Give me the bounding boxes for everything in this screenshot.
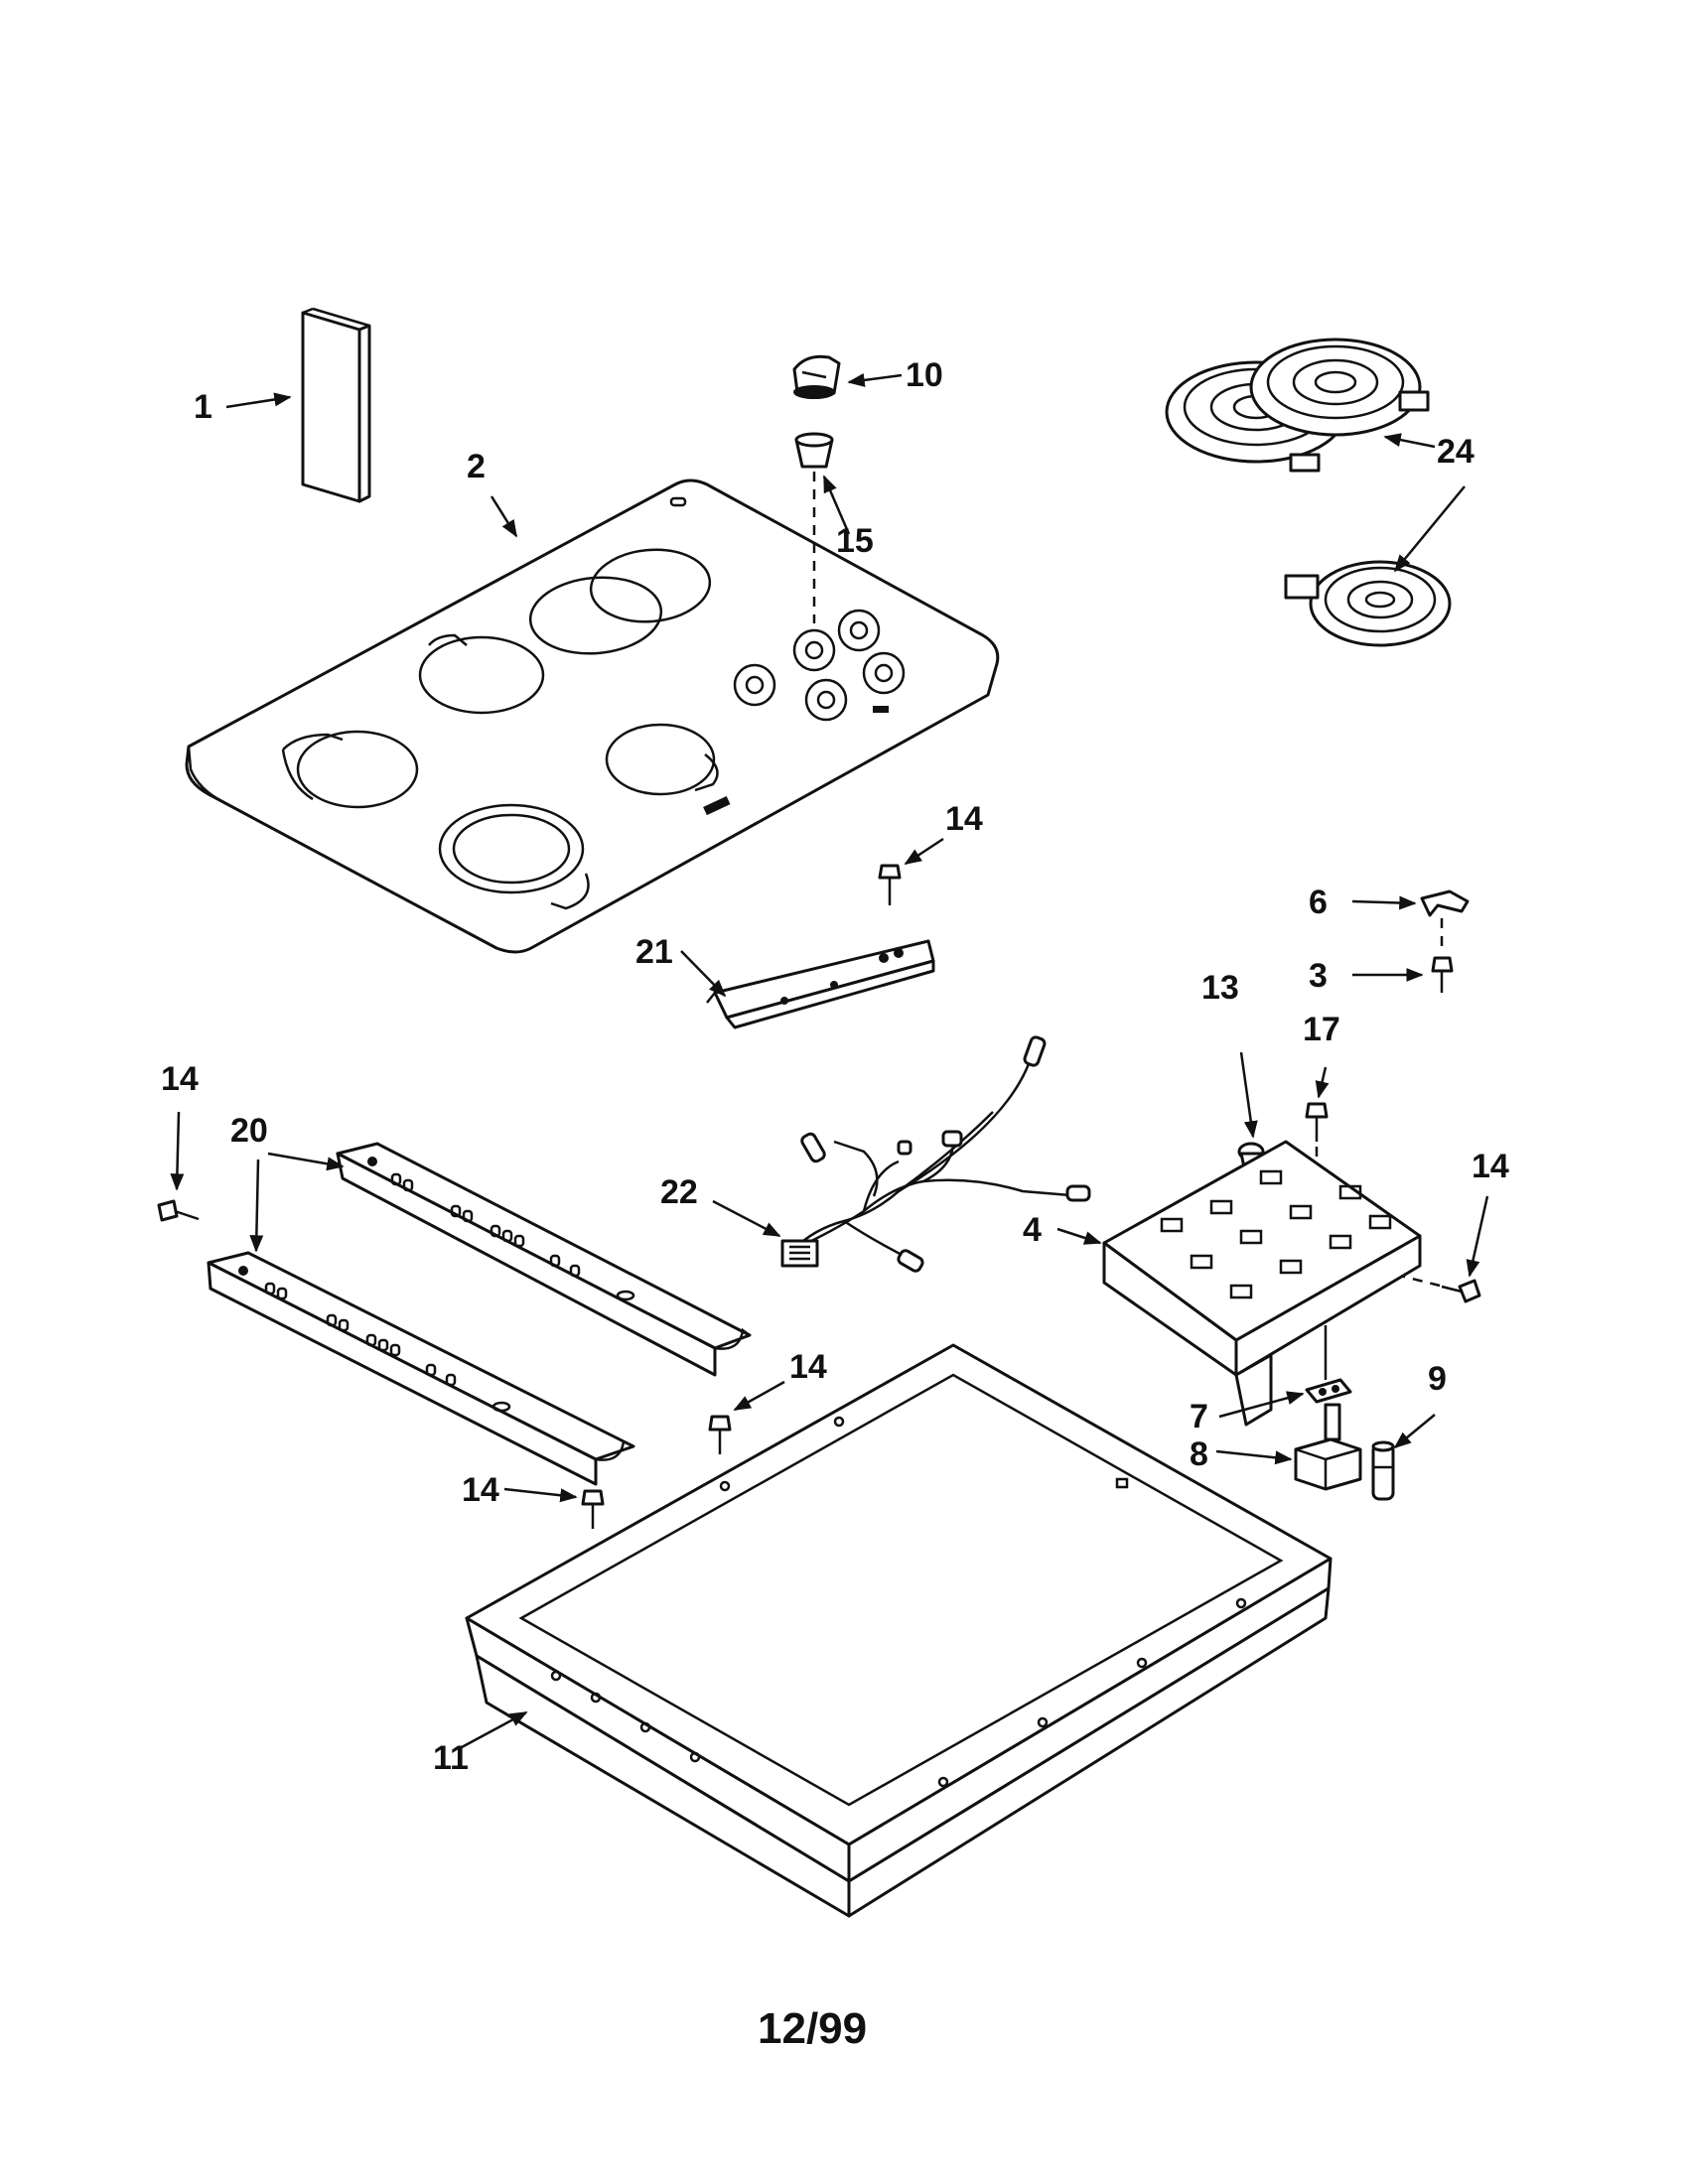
callout-14-top: 14 [945,800,983,838]
part-3-screw [1431,956,1454,993]
part-7-switch [1294,1403,1362,1491]
callout-22: 22 [660,1173,698,1211]
callout-14-right: 14 [1472,1148,1509,1185]
part-15-bushing [794,432,834,623]
part-1-booklet [301,307,371,503]
part-4-control-box [1102,1140,1422,1427]
part-14-screw [1399,1274,1481,1303]
callout-21: 21 [635,933,673,971]
part-11-frame [465,1343,1333,1918]
part-14-screw [581,1489,605,1529]
callout-14-center: 14 [789,1348,827,1386]
part-10-knob [792,354,841,399]
part-9-pin [1371,1440,1395,1501]
part-21-bracket [706,939,935,1029]
callout-2: 2 [467,448,486,485]
callout-14-left: 14 [161,1060,199,1098]
part-22-wire-harness [780,1035,1091,1273]
part-20-bracket-front [207,1251,635,1486]
leader-lines [170,372,1489,1749]
callout-7: 8 [1190,1435,1208,1473]
part-14-screw [157,1199,200,1222]
part-8-plate [1305,1325,1352,1404]
callout-15: 15 [836,522,874,560]
callout-6: 6 [1309,884,1328,921]
part-14-screw [708,1415,732,1454]
callout-17: 17 [1303,1011,1340,1048]
callout-14-lower: 14 [462,1471,499,1509]
callout-labels: 1 2 10 15 24 14 21 6 3 13 17 14 20 22 4 … [161,356,1509,1777]
control-rings [733,609,906,722]
callout-1: 1 [194,388,212,426]
part-6-clip [1420,889,1470,953]
callout-4: 4 [1023,1211,1042,1249]
callout-11: 11 [433,1739,469,1777]
callout-20: 20 [230,1112,268,1150]
part-24-surface-elements [1165,338,1452,647]
part-14-screw [878,864,902,905]
part-2-cooktop-glass [185,478,1000,954]
callout-3: 3 [1309,957,1328,995]
callout-8: 7 [1190,1398,1208,1435]
callout-13: 13 [1201,969,1239,1007]
callout-9: 9 [1428,1360,1447,1398]
callout-24: 24 [1437,433,1474,471]
revision-date: 12/99 [758,2004,867,2053]
callout-10: 10 [906,356,943,394]
